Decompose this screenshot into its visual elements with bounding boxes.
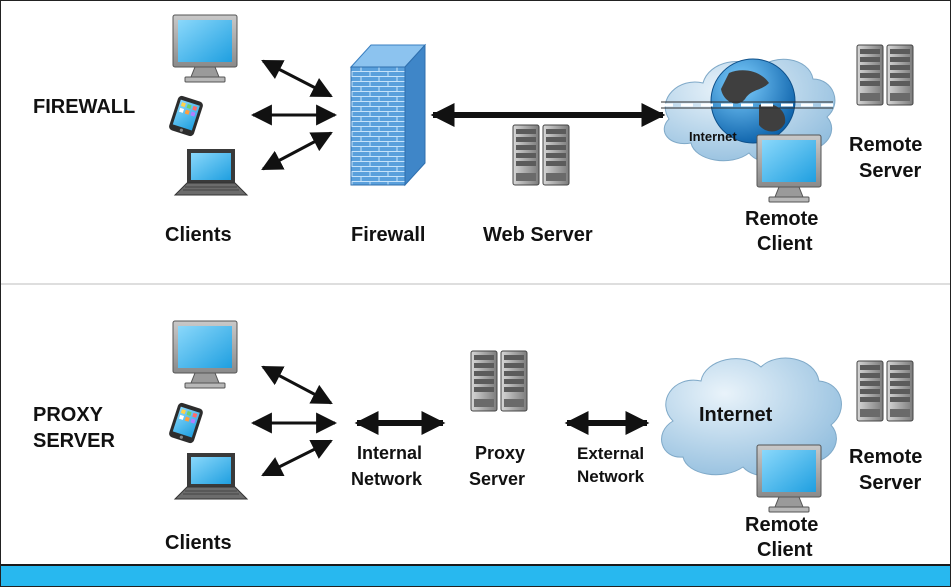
remote-client-label-line2: Client: [757, 233, 813, 255]
remote-client-monitor-icon: [756, 444, 822, 513]
clients-label: Clients: [165, 532, 232, 554]
clients-label: Clients: [165, 224, 232, 246]
firewall-wall-icon: [349, 43, 427, 187]
internal-network-label-line1: Internal: [357, 443, 422, 463]
client-desktop-icon: [172, 14, 238, 83]
remote-server-icon: [856, 360, 914, 422]
web-server-label: Web Server: [483, 224, 593, 246]
remote-client-monitor-icon: [756, 134, 822, 203]
client-network-arrow: [261, 439, 333, 477]
network-diagram: FIREWALL Internet Clients Firewall Web S…: [1, 14, 950, 561]
remote-client-label-line2: Client: [757, 539, 813, 561]
proxy-server-label-line1: Proxy: [475, 443, 525, 463]
proxy-server-label-line2: Server: [469, 469, 525, 489]
external-network-label-line2: Network: [577, 467, 645, 486]
web-server-icon: [512, 124, 570, 186]
remote-server-label-line1: Remote: [849, 446, 922, 468]
client-phone-icon: [168, 94, 204, 138]
internet-label: Internet: [689, 129, 737, 144]
remote-client-label-line1: Remote: [745, 514, 818, 536]
internal-network-label-line2: Network: [351, 469, 423, 489]
client-desktop-icon: [172, 320, 238, 389]
firewall-section-title: FIREWALL: [33, 96, 135, 118]
proxy-section-title-line1: PROXY: [33, 404, 104, 426]
remote-server-label-line1: Remote: [849, 134, 922, 156]
client-network-arrow: [261, 365, 333, 405]
bottom-color-band: [1, 564, 950, 586]
client-phone-icon: [168, 401, 204, 445]
remote-server-label-line2: Server: [859, 160, 921, 182]
client-firewall-arrow: [261, 131, 333, 171]
proxy-server-icon: [470, 350, 528, 412]
external-network-label-line1: External: [577, 444, 644, 463]
remote-server-icon: [856, 44, 914, 106]
proxy-section-title-line2: SERVER: [33, 430, 115, 452]
remote-client-label-line1: Remote: [745, 208, 818, 230]
internet-label: Internet: [699, 404, 773, 426]
client-firewall-arrow: [261, 59, 333, 98]
firewall-label: Firewall: [351, 224, 425, 246]
client-laptop-icon: [174, 148, 248, 196]
client-laptop-icon: [174, 452, 248, 500]
remote-server-label-line2: Server: [859, 472, 921, 494]
